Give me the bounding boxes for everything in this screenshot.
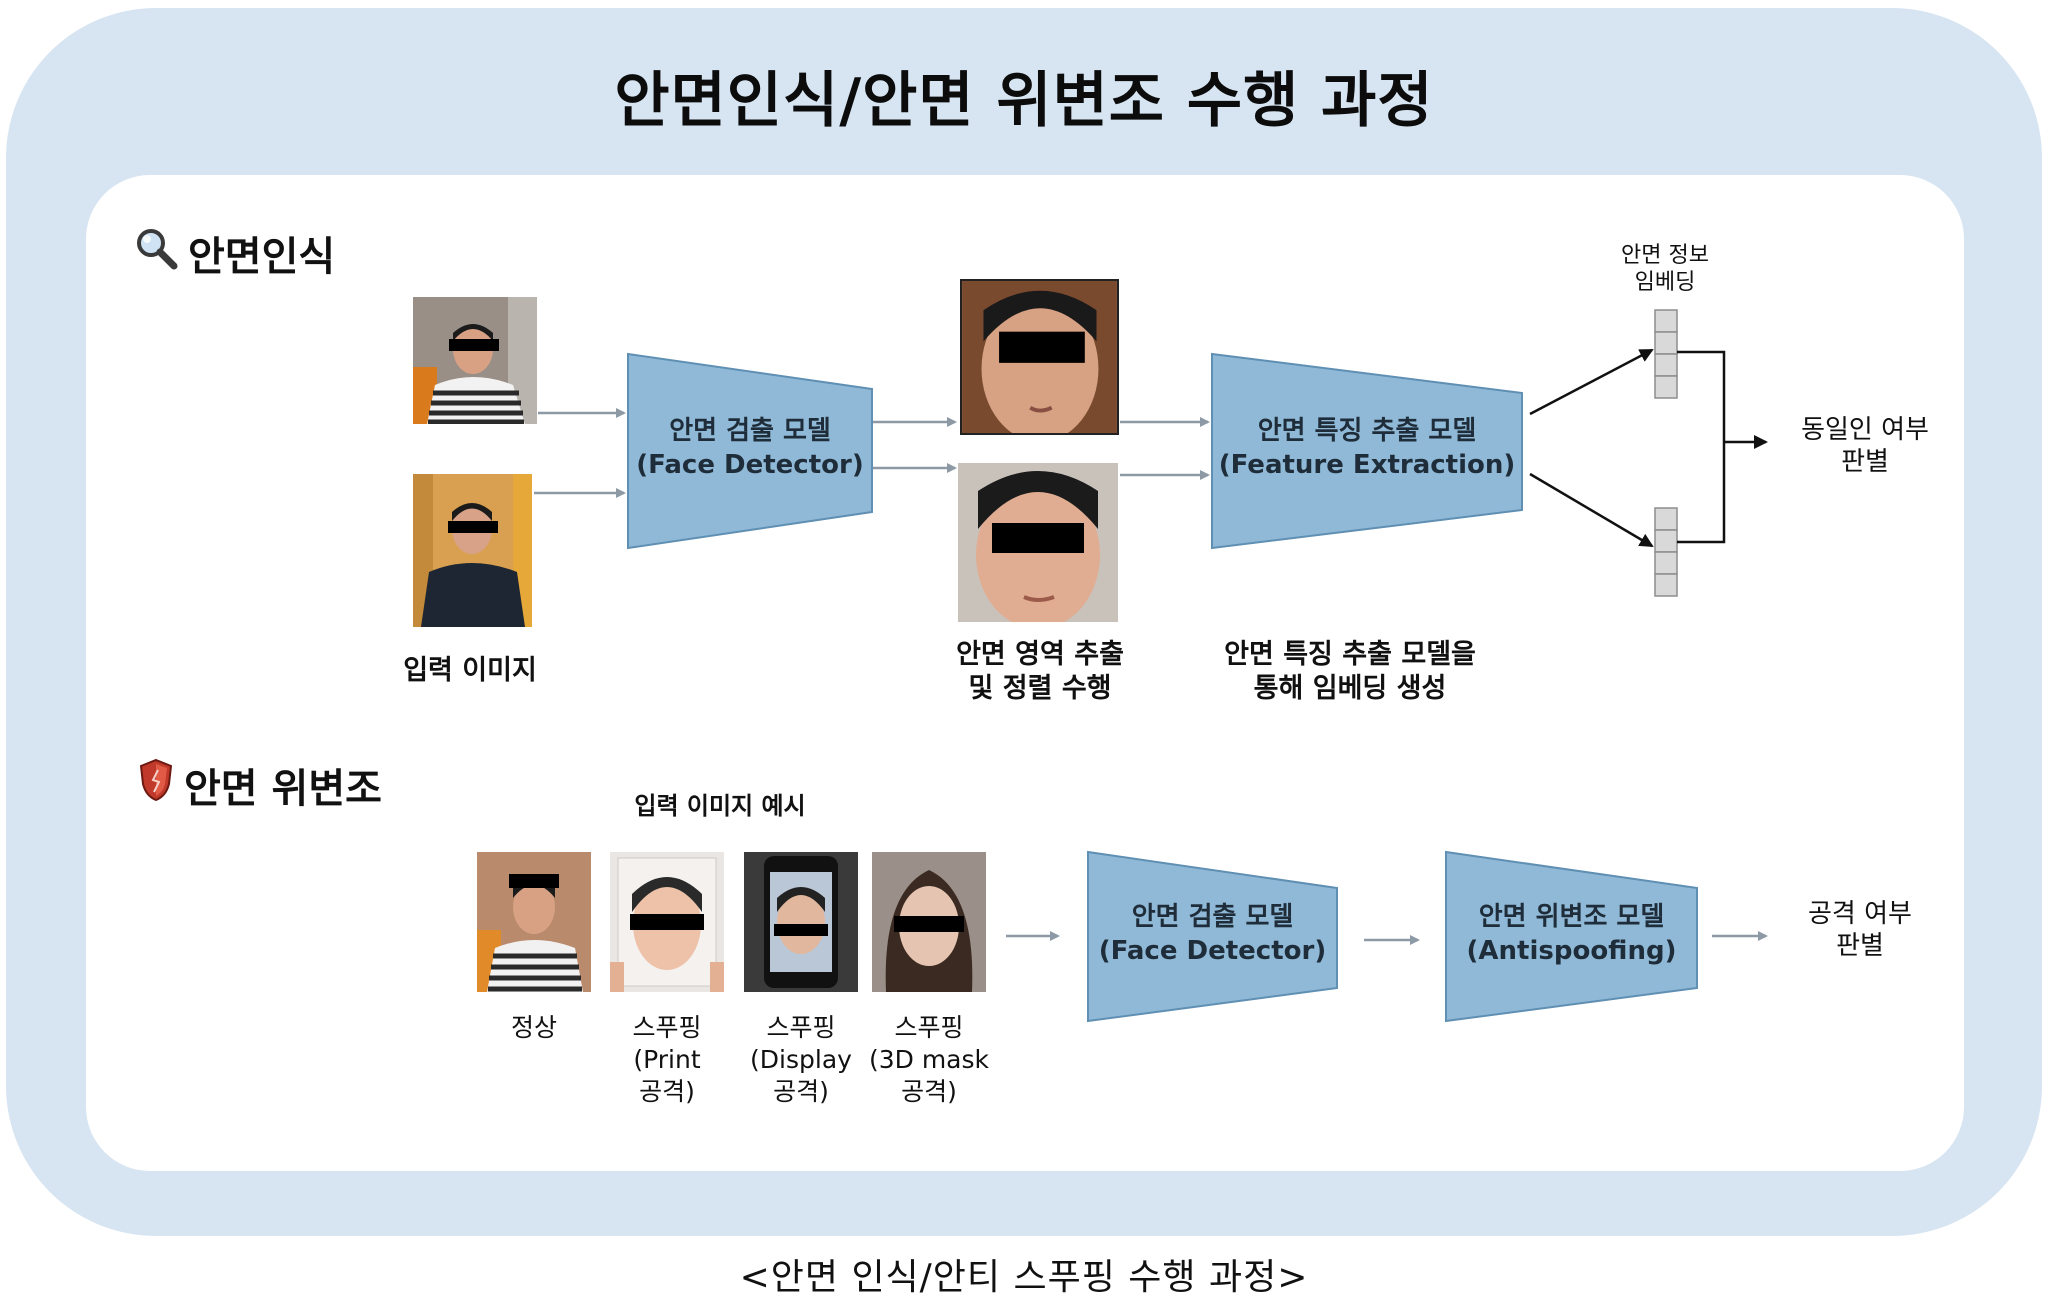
recognition-heading: 안면인식 bbox=[134, 224, 335, 282]
example-caption-print-line3: 공격) bbox=[600, 1076, 734, 1108]
attack-result-line1: 공격 여부 bbox=[1780, 898, 1940, 930]
recognition-detector-model: 안면 검출 모델 (Face Detector) bbox=[628, 414, 872, 482]
extractor-model: 안면 특징 추출 모델 (Feature Extraction) bbox=[1212, 414, 1522, 482]
antispoof-title: 안면 위변조 모델 bbox=[1446, 900, 1697, 934]
attack-result: 공격 여부 판별 bbox=[1780, 898, 1940, 962]
spoofing-detector-model: 안면 검출 모델 (Face Detector) bbox=[1088, 900, 1337, 968]
figure-caption: <안면 인식/안티 스푸핑 수행 과정> bbox=[0, 1248, 2048, 1300]
same-person-result-line2: 판별 bbox=[1780, 446, 1950, 478]
spoofing-heading: 안면 위변조 bbox=[138, 756, 382, 814]
antispoof-subtitle: (Antispoofing) bbox=[1446, 934, 1697, 968]
recognition-detector-subtitle: (Face Detector) bbox=[628, 448, 872, 482]
example-caption-display-line2: (Display bbox=[736, 1044, 866, 1076]
example-caption-3dmask-line2: (3D mask bbox=[864, 1044, 994, 1076]
extractor-caption: 안면 특징 추출 모델을 통해 임베딩 생성 bbox=[1200, 638, 1500, 706]
embedding-label-line2: 임베딩 bbox=[1600, 269, 1730, 296]
embedding-label-line1: 안면 정보 bbox=[1600, 242, 1730, 269]
example-photo-3dmask bbox=[872, 852, 986, 992]
same-person-result-line1: 동일인 여부 bbox=[1780, 414, 1950, 446]
extractor-title: 안면 특징 추출 모델 bbox=[1212, 414, 1522, 448]
example-caption-display: 스푸핑 (Display 공격) bbox=[736, 1012, 866, 1108]
example-photo-display bbox=[744, 852, 858, 992]
input-photo-2 bbox=[413, 474, 532, 627]
input-image-label: 입력 이미지 bbox=[380, 654, 560, 688]
same-person-result: 동일인 여부 판별 bbox=[1780, 414, 1950, 478]
example-photo-normal bbox=[477, 852, 591, 992]
example-caption-print-line2: (Print bbox=[600, 1044, 734, 1076]
input-photo-1 bbox=[413, 297, 537, 424]
crop-label-line2: 및 정렬 수행 bbox=[940, 672, 1140, 706]
example-caption-print-line1: 스푸핑 bbox=[600, 1012, 734, 1044]
attack-result-line2: 판별 bbox=[1780, 930, 1940, 962]
spoofing-heading-text: 안면 위변조 bbox=[184, 756, 382, 814]
examples-title: 입력 이미지 예시 bbox=[600, 789, 840, 823]
recognition-heading-text: 안면인식 bbox=[188, 224, 335, 282]
example-caption-3dmask-line3: 공격) bbox=[864, 1076, 994, 1108]
magnifier-icon bbox=[134, 226, 178, 280]
example-caption-display-line1: 스푸핑 bbox=[736, 1012, 866, 1044]
page-title: 안면인식/안면 위변조 수행 과정 bbox=[0, 52, 2048, 139]
example-caption-3dmask: 스푸핑 (3D mask 공격) bbox=[864, 1012, 994, 1108]
embedding-label: 안면 정보 임베딩 bbox=[1600, 242, 1730, 296]
cropped-face-2 bbox=[958, 463, 1118, 622]
example-caption-display-line3: 공격) bbox=[736, 1076, 866, 1108]
shield-icon bbox=[138, 758, 174, 812]
spoofing-detector-title: 안면 검출 모델 bbox=[1088, 900, 1337, 934]
spoofing-detector-subtitle: (Face Detector) bbox=[1088, 934, 1337, 968]
example-caption-normal-line1: 정상 bbox=[477, 1012, 591, 1044]
cropped-face-1 bbox=[960, 279, 1119, 435]
crop-label: 안면 영역 추출 및 정렬 수행 bbox=[940, 638, 1140, 706]
extractor-caption-line2: 통해 임베딩 생성 bbox=[1200, 672, 1500, 706]
example-caption-print: 스푸핑 (Print 공격) bbox=[600, 1012, 734, 1108]
example-caption-3dmask-line1: 스푸핑 bbox=[864, 1012, 994, 1044]
extractor-caption-line1: 안면 특징 추출 모델을 bbox=[1200, 638, 1500, 672]
antispoof-model: 안면 위변조 모델 (Antispoofing) bbox=[1446, 900, 1697, 968]
recognition-detector-title: 안면 검출 모델 bbox=[628, 414, 872, 448]
example-photo-print bbox=[610, 852, 724, 992]
crop-label-line1: 안면 영역 추출 bbox=[940, 638, 1140, 672]
example-caption-normal: 정상 bbox=[477, 1012, 591, 1044]
extractor-subtitle: (Feature Extraction) bbox=[1212, 448, 1522, 482]
